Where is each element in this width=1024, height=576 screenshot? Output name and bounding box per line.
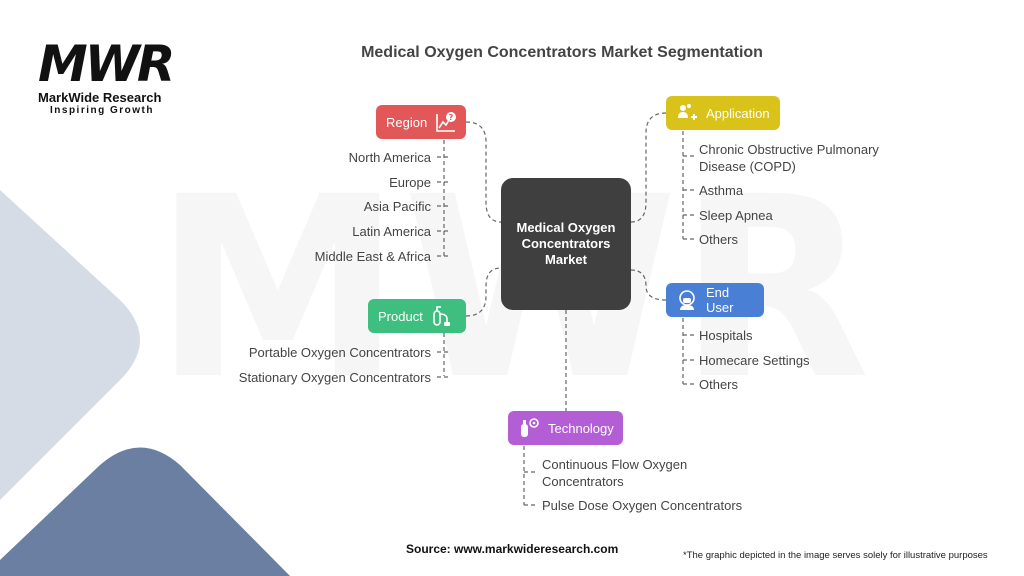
source-text: Source: www.markwideresearch.com xyxy=(406,542,619,556)
logo-name: MarkWide Research xyxy=(38,90,162,105)
enduser-item: Others xyxy=(699,377,739,392)
category-application-label: Application xyxy=(706,105,770,121)
product-item: Stationary Oxygen Concentrators xyxy=(238,370,431,385)
connector-product xyxy=(465,267,502,317)
chart-question-icon: ? xyxy=(435,111,457,133)
category-application: Application xyxy=(666,96,780,130)
region-item: Europe xyxy=(389,175,431,190)
cylinder-gear-icon xyxy=(518,417,540,439)
region-item: Middle East & Africa xyxy=(314,249,431,264)
users-plus-icon xyxy=(676,102,698,124)
diagram-title: Medical Oxygen Concentrators Market Segm… xyxy=(361,44,763,61)
center-node: Medical Oxygen Concentrators Market xyxy=(501,178,631,310)
region-item: Latin America xyxy=(352,224,431,239)
svg-text:?: ? xyxy=(449,113,454,122)
product-item: Portable Oxygen Concentrators xyxy=(248,345,431,360)
category-technology-label: Technology xyxy=(548,420,614,436)
connector-region xyxy=(465,121,502,223)
region-item: North America xyxy=(348,150,431,165)
category-region-label: Region xyxy=(386,114,428,130)
category-product: Product xyxy=(368,299,466,333)
application-item: Others xyxy=(699,232,739,247)
enduser-item: Homecare Settings xyxy=(699,353,810,368)
logo-mark: MWR xyxy=(38,35,175,93)
disclaimer-note: *The graphic depicted in the image serve… xyxy=(683,550,988,561)
connector-application xyxy=(630,112,667,223)
application-item: Asthma xyxy=(699,183,744,198)
category-region: Region ? xyxy=(376,105,466,139)
logo-tagline: Inspiring Growth xyxy=(50,105,154,116)
category-enduser-label: End User xyxy=(706,285,734,315)
enduser-item: Hospitals xyxy=(699,328,753,343)
category-enduser: End User xyxy=(666,283,764,317)
center-node-label: Medical Oxygen Concentrators Market xyxy=(516,220,616,267)
application-item: Chronic Obstructive Pulmonary Disease (C… xyxy=(699,141,899,175)
technology-item: Pulse Dose Oxygen Concentrators xyxy=(542,498,743,513)
connector-enduser xyxy=(630,269,667,301)
technology-item: Continuous Flow Oxygen Concentrators xyxy=(542,456,717,490)
logo: MWR MarkWide Research Inspiring Growth xyxy=(38,38,193,116)
bg-shape-dark xyxy=(0,447,290,576)
application-item-text: Chronic Obstructive Pulmonary Disease (C… xyxy=(699,142,879,174)
application-item: Sleep Apnea xyxy=(699,208,773,223)
category-product-label: Product xyxy=(378,308,423,324)
bg-shape-light xyxy=(0,190,140,500)
technology-item-text: Continuous Flow Oxygen Concentrators xyxy=(542,457,688,489)
category-technology: Technology xyxy=(508,411,623,445)
patient-mask-icon xyxy=(676,289,698,311)
oxygen-tank-icon xyxy=(431,305,453,327)
region-item: Asia Pacific xyxy=(363,199,431,214)
